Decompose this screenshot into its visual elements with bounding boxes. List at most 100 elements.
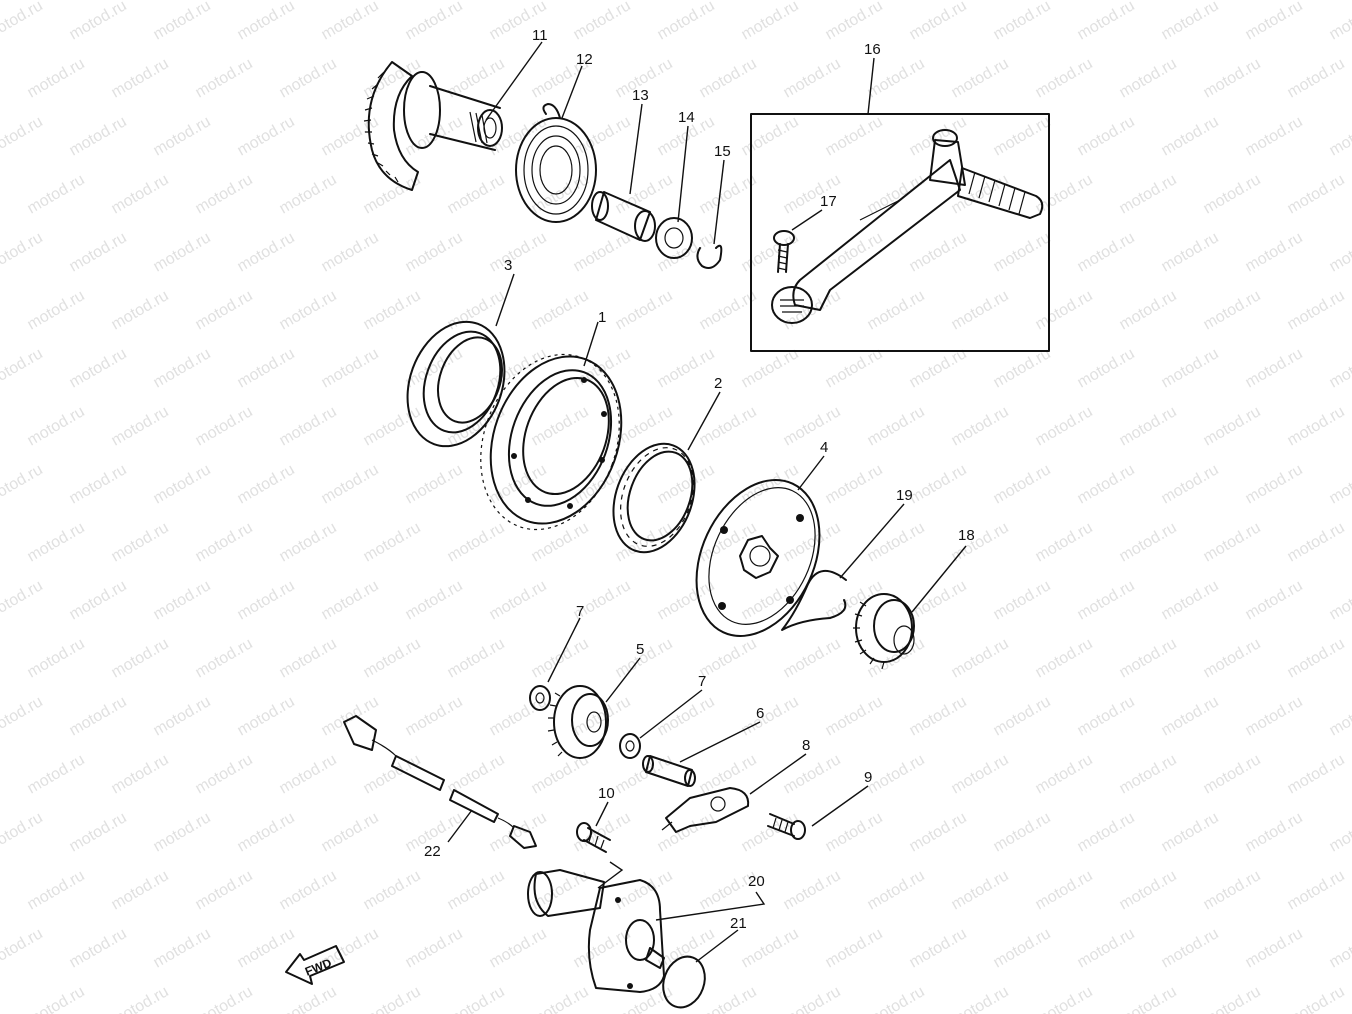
watermark-text: motod.ru: [444, 867, 507, 913]
callout-11: 11: [532, 27, 548, 44]
watermark-text: motod.ru: [1242, 577, 1305, 623]
watermark-text: motod.ru: [822, 345, 885, 391]
watermark-text: motod.ru: [150, 113, 213, 159]
watermark-text: motod.ru: [990, 693, 1053, 739]
callout-21: 21: [730, 915, 747, 932]
callout-7-lower: 7: [698, 673, 706, 690]
watermark-text: motod.ru: [66, 0, 129, 43]
watermark-text: motod.ru: [276, 867, 339, 913]
watermark-text: motod.ru: [864, 867, 927, 913]
part-17-bolt: [773, 230, 795, 273]
watermark-text: motod.ru: [780, 751, 843, 797]
watermark-text: motod.ru: [570, 345, 633, 391]
watermark-text: motod.ru: [66, 229, 129, 275]
watermark-text: motod.ru: [738, 693, 801, 739]
watermark-text: motod.ru: [864, 171, 927, 217]
watermark-text: motod.ru: [1242, 809, 1305, 855]
watermark-text: motod.ru: [906, 0, 969, 43]
watermark-text: motod.ru: [738, 345, 801, 391]
watermark-text: motod.ru: [0, 925, 46, 971]
watermark-text: motod.ru: [276, 983, 339, 1014]
callout-14: 14: [678, 109, 695, 126]
watermark-text: motod.ru: [696, 983, 759, 1014]
watermark-text: motod.ru: [1158, 693, 1221, 739]
watermark-text: motod.ru: [738, 0, 801, 43]
watermark-text: motod.ru: [1326, 229, 1352, 275]
watermark-text: motod.ru: [822, 809, 885, 855]
watermark-text: motod.ru: [276, 171, 339, 217]
watermark-text: motod.ru: [360, 519, 423, 565]
watermark-text: motod.ru: [1326, 693, 1352, 739]
watermark-text: motod.ru: [864, 287, 927, 333]
watermark-text: motod.ru: [1326, 345, 1352, 391]
watermark-text: motod.ru: [654, 461, 717, 507]
watermark-text: motod.ru: [948, 287, 1011, 333]
watermark-text: motod.ru: [864, 751, 927, 797]
watermark-text: motod.ru: [864, 403, 927, 449]
watermark-text: motod.ru: [444, 635, 507, 681]
part-18-drive-gear: [853, 593, 915, 670]
watermark-text: motod.ru: [24, 55, 87, 101]
watermark-text: motod.ru: [1326, 0, 1352, 43]
watermark-text: motod.ru: [108, 751, 171, 797]
watermark-text: motod.ru: [1284, 403, 1347, 449]
watermark-text: motod.ru: [318, 0, 381, 43]
watermark-text: motod.ru: [696, 55, 759, 101]
watermark-text: motod.ru: [24, 171, 87, 217]
part-2-one-way-clutch: [612, 442, 696, 554]
watermark-text: motod.ru: [108, 519, 171, 565]
watermark-text: motod.ru: [1200, 403, 1263, 449]
watermark-text: motod.ru: [66, 345, 129, 391]
watermark-text: motod.ru: [486, 577, 549, 623]
watermark-text: motod.ru: [822, 113, 885, 159]
watermark-text: motod.ru: [780, 635, 843, 681]
watermark-text: motod.ru: [990, 809, 1053, 855]
callout-8: 8: [802, 737, 810, 754]
watermark-text: motod.ru: [402, 0, 465, 43]
watermark-text: motod.ru: [528, 287, 591, 333]
watermark-text: motod.ru: [612, 867, 675, 913]
watermark-text: motod.ru: [1242, 229, 1305, 275]
watermark-text: motod.ru: [1116, 55, 1179, 101]
watermark-text: motod.ru: [234, 461, 297, 507]
watermark-text: motod.ru: [654, 0, 717, 43]
watermark-text: motod.ru: [108, 635, 171, 681]
callout-4: 4: [820, 439, 828, 456]
callout-10: 10: [598, 785, 615, 802]
watermark-text: motod.ru: [0, 693, 46, 739]
watermark-text: motod.ru: [1032, 751, 1095, 797]
watermark-text: motod.ru: [402, 229, 465, 275]
watermark-text: motod.ru: [738, 113, 801, 159]
watermark-text: motod.ru: [1074, 577, 1137, 623]
callout-22: 22: [424, 843, 441, 860]
watermark-text: motod.ru: [528, 983, 591, 1014]
watermark-text: motod.ru: [990, 577, 1053, 623]
callout-13: 13: [632, 87, 649, 104]
watermark-text: motod.ru: [906, 809, 969, 855]
watermark-text: motod.ru: [318, 229, 381, 275]
watermark-text: motod.ru: [1200, 287, 1263, 333]
watermark-text: motod.ru: [528, 519, 591, 565]
callout-6: 6: [756, 705, 764, 722]
watermark-text: motod.ru: [1074, 925, 1137, 971]
watermark-text: motod.ru: [0, 461, 46, 507]
leader-lines: [447, 41, 967, 963]
watermark-text: motod.ru: [1032, 867, 1095, 913]
watermark-text: motod.ru: [318, 809, 381, 855]
watermark-text: motod.ru: [318, 345, 381, 391]
watermark-text: motod.ru: [1116, 867, 1179, 913]
watermark-text: motod.ru: [906, 229, 969, 275]
watermark-text: motod.ru: [192, 171, 255, 217]
part-16-kick-lever-box: [750, 113, 1050, 352]
watermark-text: motod.ru: [192, 635, 255, 681]
callout-5: 5: [636, 641, 644, 658]
watermark-text: motod.ru: [192, 403, 255, 449]
watermark-text: motod.ru: [192, 287, 255, 333]
part-12-spring: [515, 103, 597, 223]
watermark-text: motod.ru: [1242, 925, 1305, 971]
watermark-text: motod.ru: [234, 345, 297, 391]
watermark-text: motod.ru: [150, 577, 213, 623]
watermark-text: motod.ru: [990, 0, 1053, 43]
